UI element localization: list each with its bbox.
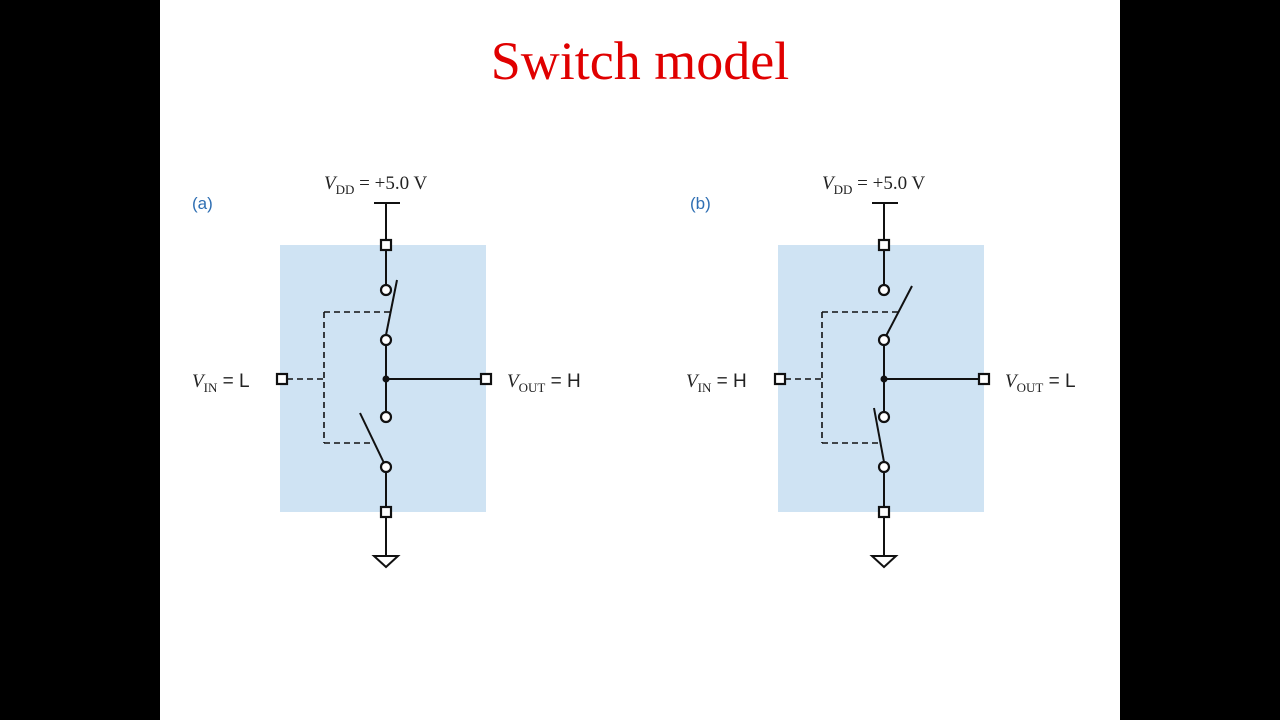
circuit-b-n-switch-blade	[873, 407, 885, 463]
circuit-a: (a) VDD = +5.0 V	[192, 173, 581, 569]
circuit-b-vin-terminal	[773, 372, 787, 386]
circuit-b-vdd-label: VDD = +5.0 V	[822, 173, 925, 197]
circuit-b-n-contact-bottom	[877, 460, 891, 474]
circuit-b-vin-label: VIN = H	[686, 371, 747, 395]
circuit-b-gnd-terminal	[877, 505, 891, 519]
circuit-b-vdd-terminal	[877, 238, 891, 252]
circuit-b-p-contact-bottom	[877, 333, 891, 347]
circuit-a-vdd-terminal	[379, 238, 393, 252]
circuit-a-p-contact-bottom	[379, 333, 393, 347]
circuit-b-label: (b)	[690, 194, 711, 213]
slide: Switch model (a) VDD = +5.0 V	[160, 0, 1120, 720]
circuit-b: (b) VDD = +5.0 V	[686, 173, 1076, 569]
circuit-a-vin-label: VIN = L	[192, 371, 250, 395]
circuit-b-vout-terminal	[977, 372, 991, 386]
circuit-a-n-switch-blade	[359, 412, 385, 464]
circuit-a-gnd-terminal	[379, 505, 393, 519]
circuit-a-ground-symbol	[371, 555, 401, 569]
circuit-b-p-switch-blade	[885, 285, 913, 337]
circuit-a-p-contact-top	[379, 283, 393, 297]
circuit-a-n-contact-top	[379, 410, 393, 424]
circuit-a-n-contact-bottom	[379, 460, 393, 474]
circuit-b-vout-label: VOUT = L	[1005, 371, 1076, 395]
circuit-b-p-contact-top	[877, 283, 891, 297]
circuit-a-label: (a)	[192, 194, 213, 213]
circuit-a-vout-terminal	[479, 372, 493, 386]
circuit-b-n-contact-top	[877, 410, 891, 424]
circuit-a-p-switch-blade	[385, 279, 398, 336]
circuit-a-vout-label: VOUT = H	[507, 371, 581, 395]
switch-model-diagram: (a) VDD = +5.0 V	[192, 173, 1076, 569]
circuit-a-vdd-label: VDD = +5.0 V	[324, 173, 427, 197]
circuit-b-ground-symbol	[869, 555, 899, 569]
circuit-a-vin-terminal	[275, 372, 289, 386]
slide-title: Switch model	[490, 31, 790, 91]
